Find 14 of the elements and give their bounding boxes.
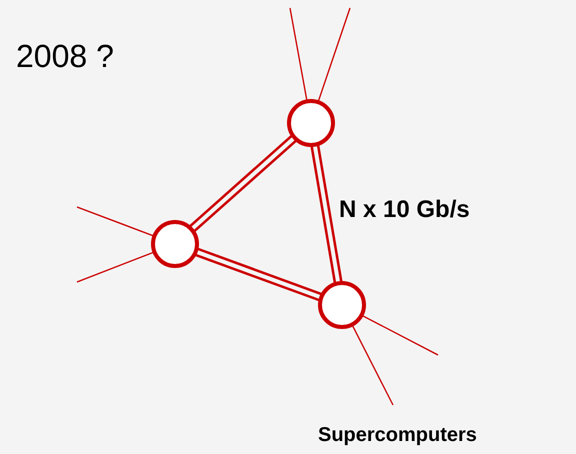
double-link-line [310, 144, 343, 284]
year-heading: 2008 ? [16, 38, 114, 75]
link-line [317, 8, 351, 102]
double-link-line [194, 247, 323, 302]
network-node-circle [318, 281, 366, 329]
network-node-circle [151, 220, 199, 268]
link-line [289, 8, 308, 102]
link-line [76, 206, 155, 237]
double-link-line [188, 134, 298, 233]
link-line [351, 324, 394, 406]
site-label: Supercomputers [318, 424, 477, 447]
link-line [361, 314, 438, 356]
link-line [76, 251, 155, 283]
network-node-circle [287, 99, 335, 147]
